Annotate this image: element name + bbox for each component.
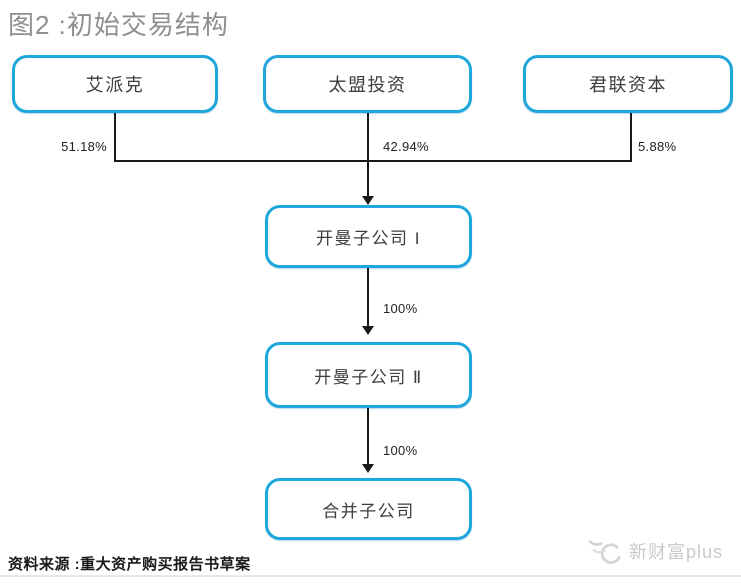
node-legend-capital-label: 君联资本 — [589, 75, 667, 95]
connector-horizontal-bus — [114, 160, 632, 162]
watermark-new-fortune-plus: 新财富plus — [586, 537, 723, 565]
arrowhead-into-merger — [362, 464, 374, 473]
ownership-apex: 51.18% — [61, 139, 107, 154]
node-cayman-sub-2-label: 开曼子公司 Ⅱ — [314, 367, 423, 387]
ownership-legend: 5.88% — [638, 139, 677, 154]
node-cayman-sub-2: 开曼子公司 Ⅱ — [265, 342, 472, 408]
figure-title: 图2 :初始交易结构 — [8, 10, 229, 40]
arrow-line-cayman1-to-cayman2 — [367, 268, 369, 328]
node-legend-capital: 君联资本 — [523, 55, 733, 113]
arrowhead-into-cayman1 — [362, 196, 374, 205]
node-pag-investment-label: 太盟投资 — [328, 75, 407, 95]
arrow-line-cayman2-to-merger — [367, 408, 369, 466]
arrow-label-100-bottom: 100% — [383, 443, 418, 458]
watermark-text: 新财富plus — [628, 542, 723, 562]
node-merger-sub: 合并子公司 — [265, 478, 472, 540]
bird-swirl-icon — [586, 537, 624, 565]
footer-divider — [0, 575, 741, 577]
node-cayman-sub-1-label: 开曼子公司 I — [316, 229, 421, 248]
connector-right-drop — [630, 113, 632, 161]
source-note: 资料来源 :重大资产购买报告书草案 — [8, 556, 251, 573]
ownership-pag: 42.94% — [383, 139, 429, 154]
arrow-label-100-top: 100% — [383, 301, 418, 316]
node-pag-investment: 太盟投资 — [263, 55, 472, 113]
node-cayman-sub-1: 开曼子公司 I — [265, 205, 472, 268]
connector-left-drop — [114, 113, 116, 161]
arrowhead-into-cayman2 — [362, 326, 374, 335]
connector-center-drop — [367, 113, 369, 197]
node-merger-sub-label: 合并子公司 — [322, 501, 415, 521]
node-apex-label: 艾派克 — [85, 75, 145, 95]
node-apex: 艾派克 — [12, 55, 218, 113]
